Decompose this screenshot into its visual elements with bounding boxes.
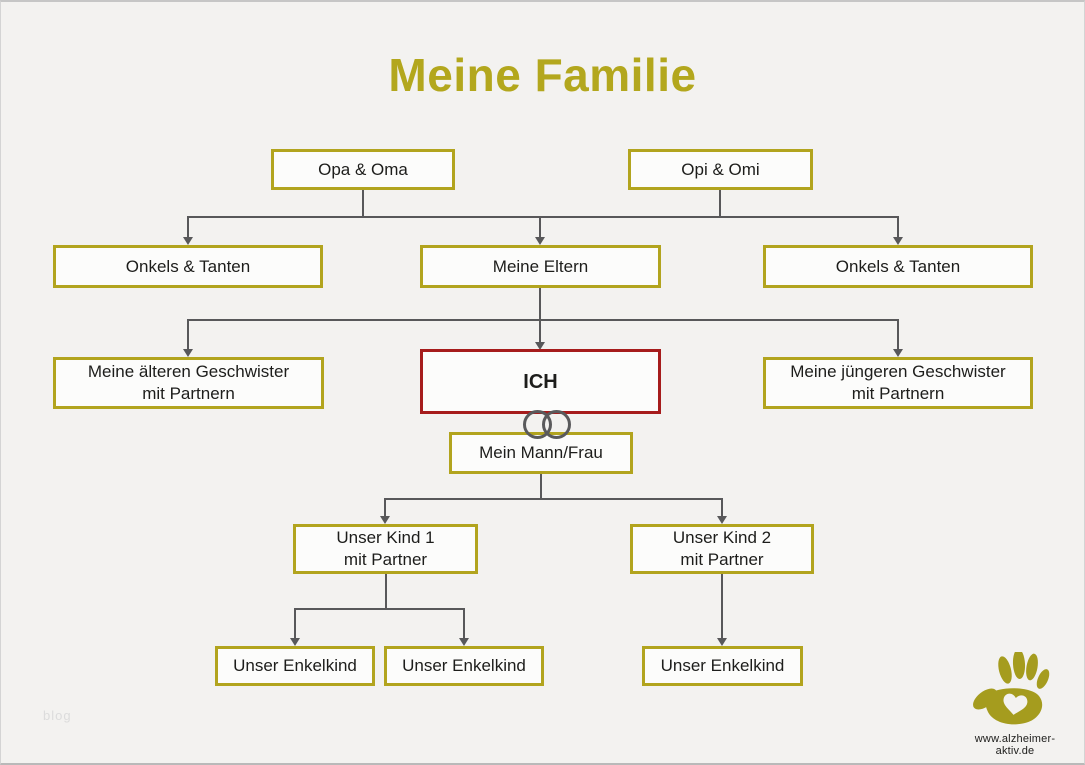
connector-line <box>463 608 465 639</box>
node-unser-enkelkind-2: Unser Enkelkind <box>384 646 544 686</box>
arrowhead-icon <box>459 638 469 646</box>
arrowhead-icon <box>893 237 903 245</box>
node-label: Onkels & Tanten <box>125 256 251 276</box>
node-unser-enkelkind-1: Unser Enkelkind <box>215 646 375 686</box>
connector-line <box>539 216 541 238</box>
node-onkels-tanten-rechts: Onkels & Tanten <box>763 245 1033 288</box>
connector-line <box>294 608 296 639</box>
arrowhead-icon <box>893 349 903 357</box>
arrowhead-icon <box>290 638 300 646</box>
connector-line <box>187 319 899 321</box>
node-unser-kind-2: Unser Kind 2 mit Partner <box>630 524 814 574</box>
connector-line <box>719 190 721 218</box>
connector-line <box>897 319 899 350</box>
connector-line <box>385 574 387 610</box>
node-meine-eltern: Meine Eltern <box>420 245 661 288</box>
node-unser-enkelkind-3: Unser Enkelkind <box>642 646 803 686</box>
node-label: Unser Enkelkind <box>233 656 357 675</box>
node-aeltere-geschwister: Meine älteren Geschwister mit Partnern <box>53 357 324 409</box>
node-label: Onkels & Tanten <box>835 256 961 276</box>
site-logo: www.alzheimer-aktiv.de <box>956 652 1074 757</box>
ring-right <box>542 410 571 439</box>
node-label: ICH <box>523 370 558 393</box>
connector-line <box>384 498 723 500</box>
node-label: Mein Mann/Frau <box>479 443 603 462</box>
node-label: Unser Enkelkind <box>660 656 785 675</box>
arrowhead-icon <box>183 237 193 245</box>
connector-line <box>187 216 189 238</box>
node-label: Unser Kind 2 mit Partner <box>672 528 772 569</box>
arrowhead-icon <box>717 638 727 646</box>
arrowhead-icon <box>183 349 193 357</box>
node-opi-omi: Opi & Omi <box>628 149 813 190</box>
connector-line <box>897 216 899 238</box>
connector-line <box>384 498 386 517</box>
connector-line <box>187 216 899 218</box>
node-onkels-tanten-links: Onkels & Tanten <box>53 245 323 288</box>
handprint-icon <box>973 652 1050 725</box>
node-label: Unser Enkelkind <box>402 656 526 675</box>
node-label: Opi & Omi <box>681 159 760 179</box>
node-label: Meine Eltern <box>492 256 589 276</box>
connector-line <box>721 574 723 639</box>
arrowhead-icon <box>535 342 545 350</box>
node-unser-kind-1: Unser Kind 1 mit Partner <box>293 524 478 574</box>
connector-line <box>187 319 189 350</box>
node-label: Meine jüngeren Geschwister mit Partnern <box>790 362 1006 403</box>
website-url: www.alzheimer-aktiv.de <box>974 733 1056 757</box>
node-label: Unser Kind 1 mit Partner <box>336 528 435 569</box>
page-title: Meine Familie <box>388 49 697 101</box>
node-label: Meine älteren Geschwister mit Partnern <box>87 362 290 403</box>
connector-line <box>294 608 465 610</box>
arrowhead-icon <box>380 516 390 524</box>
connector-line <box>539 288 541 343</box>
node-juengere-geschwister: Meine jüngeren Geschwister mit Partnern <box>763 357 1033 409</box>
node-label: Opa & Oma <box>318 159 408 179</box>
connector-line <box>362 190 364 218</box>
connector-line <box>721 498 723 517</box>
node-opa-oma: Opa & Oma <box>271 149 455 190</box>
watermark-blog: blog <box>43 708 72 723</box>
arrowhead-icon <box>717 516 727 524</box>
connector-line <box>540 474 542 500</box>
node-ich: ICH <box>420 349 661 414</box>
arrowhead-icon <box>535 237 545 245</box>
